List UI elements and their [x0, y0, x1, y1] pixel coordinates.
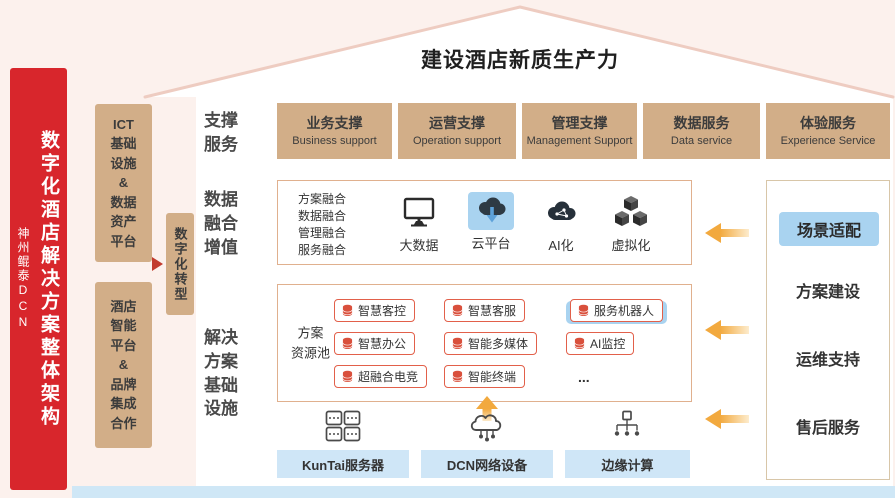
left-arrow-icon — [705, 223, 749, 243]
ai-icon — [542, 192, 580, 232]
virtualization-icon — [611, 192, 651, 232]
database-icon — [574, 337, 585, 349]
pill-smart-multimedia: 智能多媒体 — [444, 332, 538, 355]
scenario-adaptation-item: 场景适配 — [779, 212, 879, 246]
hardware-box-edge-computing: 边缘计算 — [565, 450, 690, 478]
pill-smart-terminal: 智能终端 — [444, 365, 526, 388]
support-box-zh: 数据服务 — [673, 115, 730, 132]
fusion-item-virtualization: 虚拟化 — [599, 192, 663, 254]
fusion-item-cloud-platform: 云平台 — [459, 192, 523, 252]
support-box-data: 数据服务 Data service — [643, 103, 760, 159]
pill-service-robot: 服务机器人 — [570, 299, 664, 322]
big-data-icon — [401, 192, 437, 232]
pill-label: 智慧客服 — [468, 304, 517, 318]
support-box-zh: 体验服务 — [800, 115, 856, 132]
edge-computing-icon — [610, 410, 644, 447]
row-label-fusion: 数据 融合 增值 — [204, 190, 238, 257]
row-label-support: 支撑 服务 — [204, 111, 238, 154]
pill-smart-customer-service: 智慧客服 — [444, 299, 526, 322]
service-side-panel: 场景适配 方案建设 运维支持 售后服务 — [766, 180, 890, 480]
fusion-item-big-data: 大数据 — [387, 192, 451, 254]
left-arrow-icon — [705, 409, 749, 429]
support-box-en: Management Support — [526, 135, 633, 148]
support-box-zh: 运营支撑 — [429, 115, 485, 132]
server-icon — [325, 410, 361, 447]
support-box-zh: 管理支撑 — [551, 115, 608, 132]
hotel-platform-box: 酒店 智能 平台 & 品牌 集成 合作 — [95, 282, 152, 448]
ict-platform-box: ICT 基础 设施 & 数据 资产 平台 — [95, 104, 152, 262]
left-arrow-icon — [705, 320, 749, 340]
support-box-zh: 业务支撑 — [306, 115, 363, 132]
hardware-box-kuntai-server: KunTai服务器 — [277, 450, 409, 478]
up-arrow-icon — [476, 396, 498, 421]
network-cloud-icon — [467, 410, 507, 449]
solution-resource-panel: 方案 资源池 智慧客控 智慧客服 服务机器人 智慧办公 智能多媒体 AI监控 超… — [277, 284, 692, 402]
row-label-infrastructure: 解决 方案 基础 设施 — [204, 328, 238, 419]
pill-label: 服务机器人 — [594, 304, 655, 318]
support-box-experience: 体验服务 Experience Service — [766, 103, 890, 159]
icon-label: 云平台 — [471, 236, 511, 251]
bottom-strip — [72, 486, 895, 498]
banner-subtitle: 神州鲲泰DCN — [16, 227, 30, 331]
icon-label: 大数据 — [399, 238, 439, 253]
cloud-platform-icon — [479, 197, 506, 223]
right-arrow-icon — [152, 257, 163, 271]
resource-pool-label: 方案 资源池 — [291, 325, 331, 361]
page-title: 建设酒店新质生产力 — [421, 49, 619, 72]
pill-ai-monitoring: AI监控 — [566, 332, 635, 355]
support-box-en: Business support — [292, 135, 377, 148]
support-box-en: Experience Service — [780, 135, 876, 148]
pill-label: 智能终端 — [468, 370, 517, 384]
digital-transformation-connector: 数字化转型 — [166, 213, 194, 315]
pill-label: 智慧办公 — [358, 337, 407, 351]
side-banner: 数字化酒店解决方案整体架构 神州鲲泰DCN — [10, 68, 67, 490]
roof-shape — [143, 5, 895, 99]
support-box-business: 业务支撑 Business support — [277, 103, 392, 159]
cloud-platform-highlight — [468, 192, 514, 230]
pill-hyperconverged-esports: 超融合电竞 — [334, 365, 428, 388]
pill-smart-room-control: 智慧客控 — [334, 299, 416, 322]
database-icon — [578, 304, 589, 316]
ops-support-item: 运维支持 — [795, 352, 860, 369]
icon-label: 虚拟化 — [611, 238, 651, 253]
icon-label: AI化 — [548, 238, 574, 253]
pill-ellipsis: ... — [578, 368, 590, 385]
support-box-en: Operation support — [412, 135, 502, 148]
support-box-management: 管理支撑 Management Support — [522, 103, 637, 159]
support-box-operation: 运营支撑 Operation support — [398, 103, 516, 159]
database-icon — [452, 370, 463, 382]
pill-label: 智能多媒体 — [468, 337, 529, 351]
pill-label: 智慧客控 — [358, 304, 407, 318]
hardware-box-dcn-network: DCN网络设备 — [421, 450, 553, 478]
database-icon — [452, 304, 463, 316]
database-icon — [342, 370, 353, 382]
after-sales-item: 售后服务 — [795, 420, 860, 437]
fusion-item-ai: AI化 — [529, 192, 593, 254]
solution-pill-grid: 智慧客控 智慧客服 服务机器人 智慧办公 智能多媒体 AI监控 超融合电竞 智能… — [334, 294, 686, 393]
support-box-en: Data service — [670, 135, 733, 148]
fusion-list: 方案融合 数据融合 管理融合 服务融合 — [298, 192, 347, 258]
database-icon — [452, 337, 463, 349]
database-icon — [342, 304, 353, 316]
database-icon — [342, 337, 353, 349]
pill-label: AI监控 — [590, 337, 626, 351]
solution-construction-item: 方案建设 — [795, 284, 860, 301]
pill-label: 超融合电竞 — [358, 370, 419, 384]
pill-smart-office: 智慧办公 — [334, 332, 416, 355]
banner-title: 数字化酒店解决方案整体架构 — [38, 129, 59, 429]
service-robot-highlight: 服务机器人 — [566, 299, 668, 324]
data-fusion-panel: 方案融合 数据融合 管理融合 服务融合 大数据 — [277, 180, 692, 265]
